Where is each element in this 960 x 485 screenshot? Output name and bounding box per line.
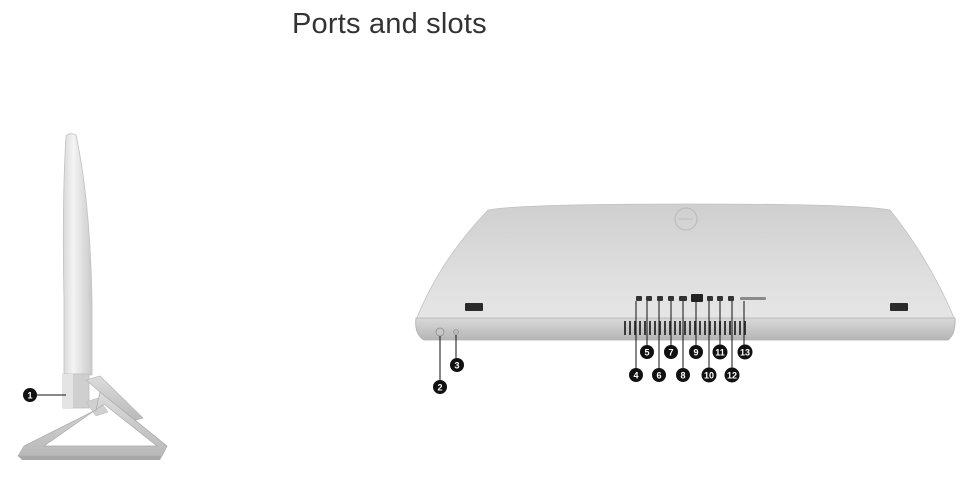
callout-8-label: 8	[680, 371, 685, 381]
callout-5: 5	[640, 345, 654, 359]
callout-12: 12	[725, 368, 740, 383]
callout-7-label: 7	[668, 348, 673, 358]
callout-2-label: 2	[437, 383, 442, 393]
callout-13: 13	[738, 345, 753, 360]
callout-2: 2	[433, 380, 447, 394]
callout-11: 11	[713, 345, 728, 360]
callout-5-label: 5	[644, 348, 649, 358]
power-led-icon	[454, 330, 459, 335]
rear-top-surface	[416, 204, 955, 320]
callout-7: 7	[664, 345, 678, 359]
rear-view: 2 3 4 5 6 7 8 9	[416, 204, 955, 394]
callout-10-label: 10	[704, 371, 714, 381]
power-button-icon	[436, 328, 444, 336]
callout-4-label: 4	[633, 371, 638, 381]
display-panel-edge	[63, 134, 92, 375]
callout-10: 10	[702, 368, 717, 383]
callout-1: 1	[23, 388, 37, 402]
speaker-right-grille	[890, 303, 908, 311]
callout-1-label: 1	[27, 391, 32, 401]
speaker-left-grille	[465, 303, 483, 311]
callout-8: 8	[676, 368, 690, 382]
callout-13-label: 13	[740, 348, 750, 358]
callout-3-label: 3	[454, 361, 459, 371]
callout-11-label: 11	[715, 348, 725, 358]
callout-9-label: 9	[693, 348, 698, 358]
callout-9: 9	[689, 345, 703, 359]
callout-6-label: 6	[656, 371, 661, 381]
callout-6: 6	[652, 368, 666, 382]
callout-4: 4	[629, 368, 643, 382]
callout-3: 3	[450, 358, 464, 372]
callout-12-label: 12	[727, 371, 737, 381]
side-view: 1	[18, 134, 167, 460]
